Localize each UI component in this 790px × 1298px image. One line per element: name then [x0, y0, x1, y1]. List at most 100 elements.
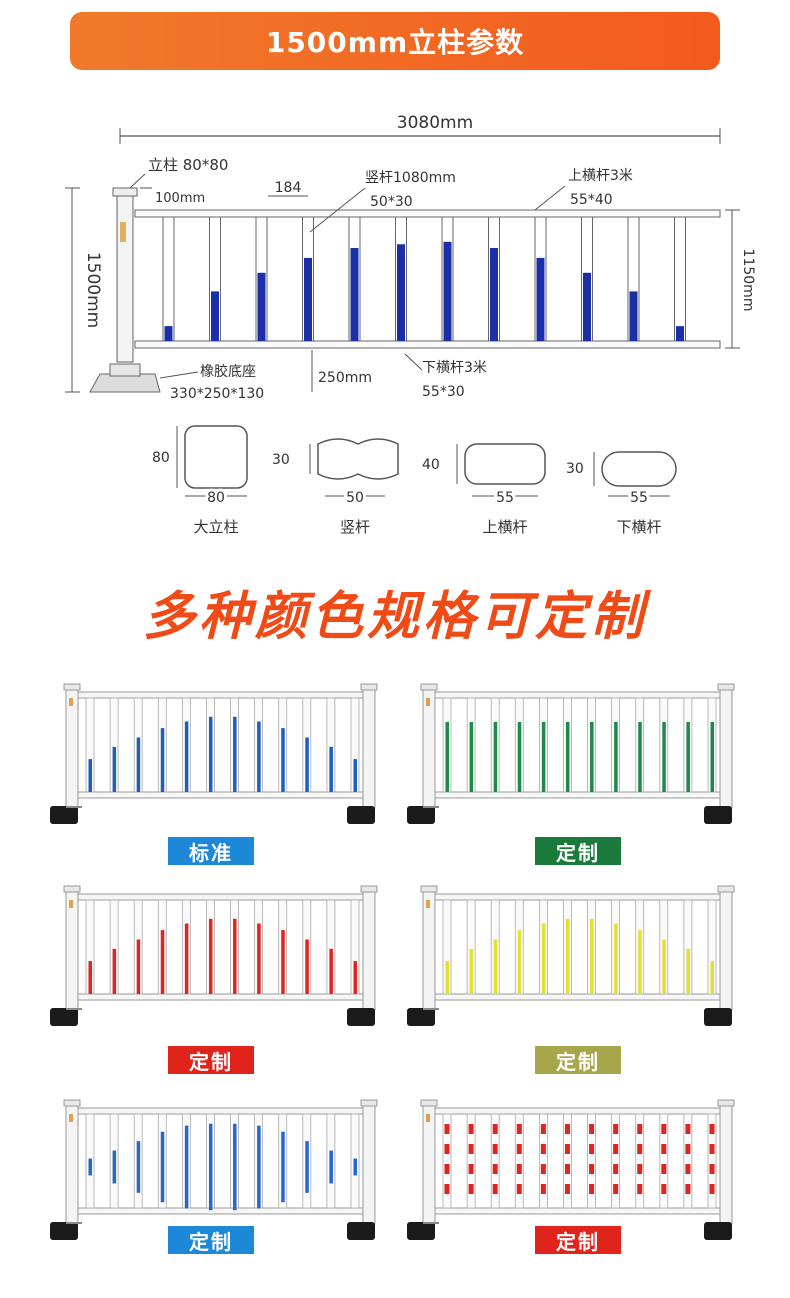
fence-bar-color	[233, 918, 237, 994]
fence-bar-color	[686, 948, 690, 994]
fence-bar-color	[637, 1164, 643, 1174]
fence-top-rail	[77, 893, 364, 901]
fence-bar-color	[638, 722, 642, 792]
fence-bar-color	[709, 1124, 715, 1134]
fence-bar	[490, 1113, 500, 1209]
fence-top-rail	[77, 691, 364, 699]
fence-bar-color	[685, 1164, 691, 1174]
fence-bar-color	[517, 930, 522, 994]
fence-bar-color	[516, 1144, 522, 1154]
fence-bar-color	[353, 961, 357, 994]
fence-bar-color	[565, 918, 570, 994]
total-width-label: 3080mm	[397, 113, 473, 133]
fence-bottom-rail	[434, 791, 721, 799]
fence-base	[407, 1222, 435, 1240]
fence-bar-color	[540, 1164, 546, 1174]
fence-bar-color	[564, 1164, 570, 1174]
variant-card	[405, 1092, 745, 1252]
fence-image	[407, 683, 735, 824]
fence-bar-color	[685, 1124, 691, 1134]
spec-bar-fill	[257, 272, 266, 341]
fence-bar	[442, 1113, 452, 1209]
variant-label-text: 定制	[556, 1049, 600, 1074]
fence-bar	[466, 1113, 476, 1209]
fence-bar-color	[136, 737, 141, 792]
fence-bar-color	[637, 1184, 643, 1194]
page-title: 1500mm立柱参数	[265, 26, 525, 59]
spec-bar-fill	[304, 257, 312, 341]
fence-base	[347, 806, 375, 824]
fence-bar-color	[516, 1184, 522, 1194]
fence-bar	[611, 1113, 621, 1209]
fence-image	[407, 885, 735, 1026]
section-vertical-bar: 30 50 竖杆	[272, 438, 399, 536]
fence-bar-color	[208, 1123, 213, 1211]
fence-bar	[707, 1113, 717, 1209]
fence-bar-color	[661, 1144, 667, 1154]
fence-bar-color	[257, 721, 261, 792]
section-name: 下横杆	[616, 518, 661, 536]
spec-bar	[674, 216, 686, 342]
fence-bar-color	[88, 961, 92, 994]
fence-bar-color	[564, 1144, 570, 1154]
section-height: 30	[272, 452, 290, 468]
fence-bar	[683, 1113, 693, 1209]
top-rail-size: 55*40	[570, 192, 613, 208]
variant-label-text: 标准	[189, 840, 233, 865]
fence-bar-color	[565, 722, 570, 792]
spec-bar-fill	[443, 241, 452, 341]
fence-base	[50, 806, 78, 824]
fence-bar-color	[329, 746, 333, 792]
fence-bar-color	[88, 759, 92, 792]
fence-bottom-rail	[77, 791, 364, 799]
section-name: 大立柱	[193, 518, 238, 536]
fence-base	[704, 1222, 732, 1240]
fence-bar-color	[468, 1164, 474, 1174]
section-name: 竖杆	[340, 518, 370, 536]
fence-bar-color	[493, 722, 498, 792]
spec-bar-fill	[164, 326, 173, 341]
spec-bar-fill	[676, 326, 684, 341]
fence-bar-color	[233, 1123, 237, 1211]
variant-card	[405, 676, 745, 836]
fence-bar-color	[444, 1164, 450, 1174]
fence-bar-color	[564, 1124, 570, 1134]
section-width: 50	[346, 490, 364, 506]
fence-bar-color	[516, 1124, 522, 1134]
fence-bar-color	[136, 939, 141, 994]
fence-bar-color	[540, 1184, 546, 1194]
fence-bar-color	[492, 1164, 498, 1174]
fence-bottom-rail	[77, 1207, 364, 1215]
fence-bar-color	[184, 721, 189, 792]
fence-base	[704, 1008, 732, 1026]
section-height: 80	[152, 450, 170, 466]
fence-bar-color	[208, 918, 213, 994]
spec-vertical-bars	[162, 216, 686, 342]
fence-bar-color	[540, 1124, 546, 1134]
fence-bar-color	[590, 918, 594, 994]
fence-post	[719, 687, 733, 809]
fence-post	[362, 889, 376, 1011]
fence-base	[50, 1222, 78, 1240]
fence-bar-color	[589, 1124, 595, 1134]
fence-post	[719, 1103, 733, 1225]
variant-label-text: 定制	[556, 840, 600, 865]
base-size: 330*250*130	[170, 386, 264, 402]
fence-bar-color	[638, 930, 642, 994]
spec-bar-fill	[583, 272, 591, 341]
fence-bar-color	[541, 923, 546, 994]
variant-label: 定制	[535, 1226, 621, 1254]
fence-bar-color	[685, 1144, 691, 1154]
section-height: 30	[566, 461, 584, 477]
fence-post	[362, 687, 376, 809]
fence-bar-color	[281, 1131, 285, 1203]
spec-bar-fill	[211, 291, 219, 341]
fence-bar-color	[709, 1184, 715, 1194]
fence-bar-color	[112, 948, 117, 994]
variant-label-text: 定制	[556, 1229, 600, 1254]
fence-post	[362, 1103, 376, 1225]
fence-bar-color	[662, 722, 666, 792]
variant-label: 定制	[535, 837, 621, 865]
fence-bar-color	[589, 1144, 595, 1154]
fence-bar-color	[469, 722, 474, 792]
